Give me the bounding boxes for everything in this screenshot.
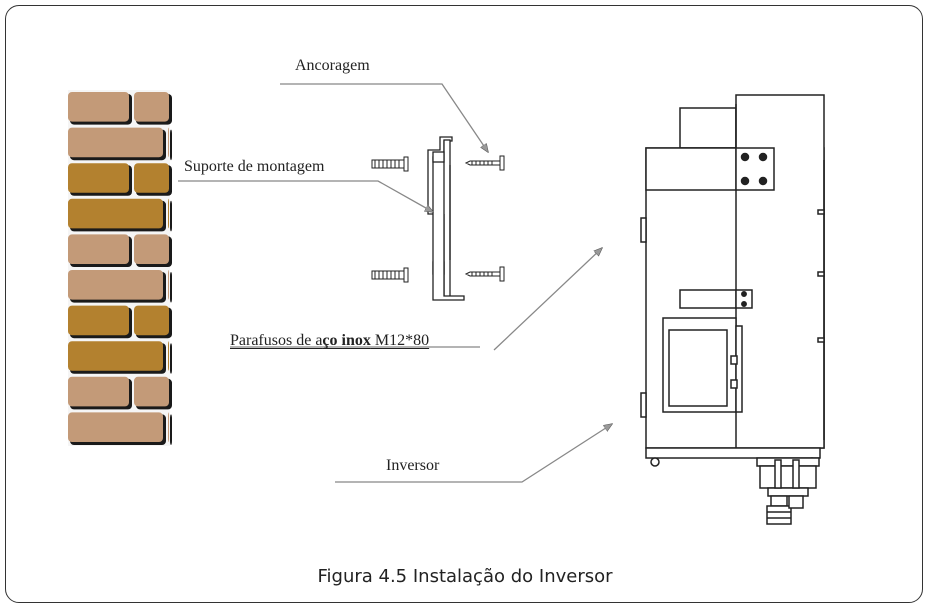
brick — [68, 234, 129, 264]
label-ancoragem: Ancoragem — [295, 57, 370, 74]
brick — [168, 270, 169, 300]
wall-anchor-top — [371, 156, 409, 172]
brick-shadow — [170, 272, 172, 303]
leader-suporte — [178, 180, 433, 212]
anchor-screw-top — [464, 155, 505, 171]
brick-shadow — [170, 343, 172, 374]
brick — [134, 92, 169, 122]
brick — [134, 163, 169, 193]
brick — [68, 163, 129, 193]
wall-anchor-bottom — [371, 267, 409, 283]
brick-wall — [68, 90, 172, 446]
brick — [68, 92, 129, 122]
mounting-bracket — [427, 136, 465, 301]
label-parafusos-bold: ço inox — [322, 332, 371, 349]
label-inversor: Inversor — [386, 457, 440, 474]
brick — [134, 376, 169, 407]
brick — [68, 412, 163, 442]
brick-shadow — [170, 414, 172, 445]
inverter — [640, 94, 825, 525]
brick — [168, 341, 169, 371]
leader-parafusos-arrow — [493, 248, 602, 351]
brick — [68, 198, 163, 229]
label-parafusos-suffix: M12*80 — [370, 332, 430, 349]
anchor-screw-bottom — [464, 266, 505, 282]
brick-shadow — [170, 129, 172, 161]
brick — [68, 341, 163, 371]
brick — [134, 305, 169, 336]
leader-lines — [178, 83, 612, 483]
brick — [134, 234, 169, 264]
brick-shadow — [170, 200, 172, 232]
leader-ancoragem — [280, 83, 488, 152]
brick — [68, 270, 163, 300]
label-suporte-de-montagem: Suporte de montagem — [184, 158, 325, 175]
brick — [68, 127, 163, 158]
figure-caption: Figura 4.5 Instalação do Inversor — [317, 566, 613, 587]
leader-inversor — [335, 424, 612, 483]
brick — [168, 412, 169, 442]
brick — [168, 198, 169, 229]
label-parafusos: Parafusos de aço inox M12*80 — [230, 333, 429, 349]
brick — [168, 127, 169, 158]
brick — [68, 376, 129, 407]
brick — [68, 305, 129, 336]
label-parafusos-prefix: Parafusos de a — [230, 332, 323, 349]
